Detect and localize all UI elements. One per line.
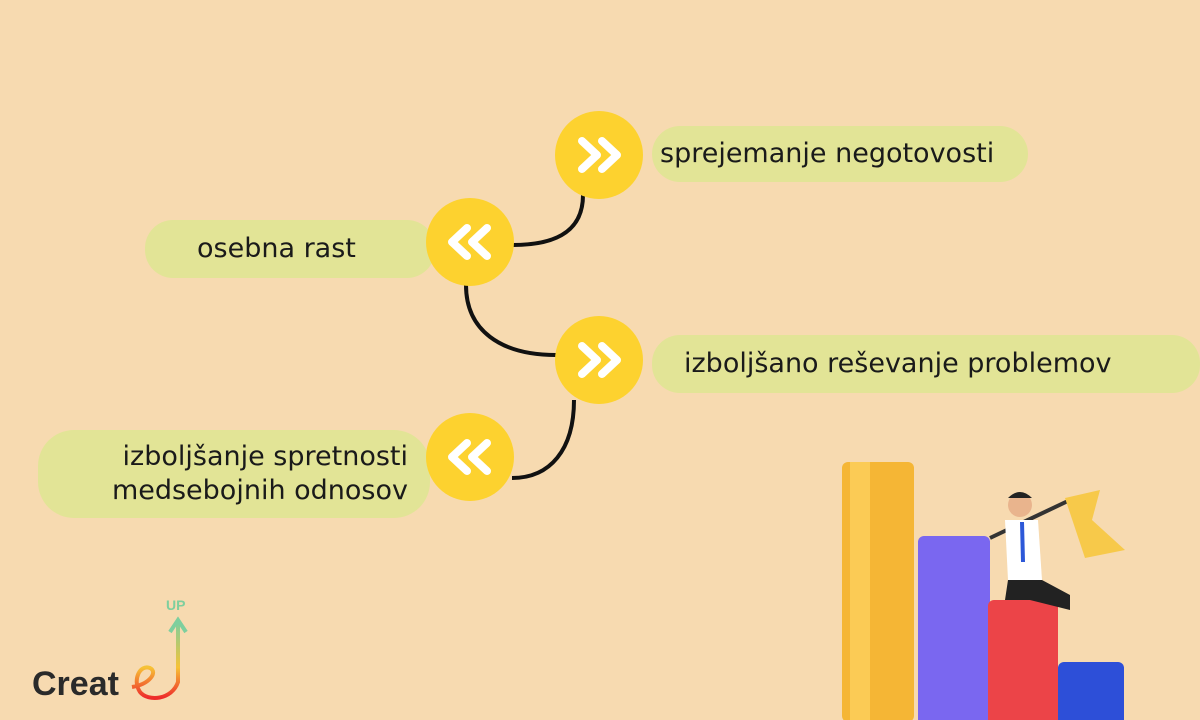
pill-label: sprejemanje negotovosti (660, 138, 995, 170)
double-chevron-right-icon (578, 342, 621, 378)
pill-sprejemanje-negotovosti: sprejemanje negotovosti (652, 126, 1028, 182)
chevron-right-circle (555, 111, 643, 199)
pill-izboljsano-resevanje-problemov: izboljšano reševanje problemov (652, 335, 1200, 393)
growth-bars-illustration (842, 462, 1125, 720)
pill-label-line2: medsebojnih odnosov (111, 475, 408, 506)
double-chevron-left-icon (448, 224, 491, 260)
chevron-left-circle (426, 198, 514, 286)
svg-text:UP: UP (166, 597, 185, 613)
double-chevron-right-icon (578, 137, 621, 173)
pill-label-line1: izboljšanje spretnosti (122, 441, 408, 473)
chevron-left-circle (426, 413, 514, 501)
double-chevron-left-icon (448, 439, 491, 475)
svg-text:Creat: Creat (32, 665, 119, 703)
pill-osebna-rast: osebna rast (145, 220, 435, 278)
createup-logo: Creat UP (32, 592, 192, 711)
pill-label: osebna rast (197, 233, 356, 265)
createup-logo-mark: Creat UP (32, 597, 188, 703)
pill-label: izboljšano reševanje problemov (684, 348, 1112, 380)
pill-izboljsanje-spretnosti: izboljšanje spretnosti medsebojnih odnos… (38, 430, 430, 518)
chevron-right-circle (555, 316, 643, 404)
